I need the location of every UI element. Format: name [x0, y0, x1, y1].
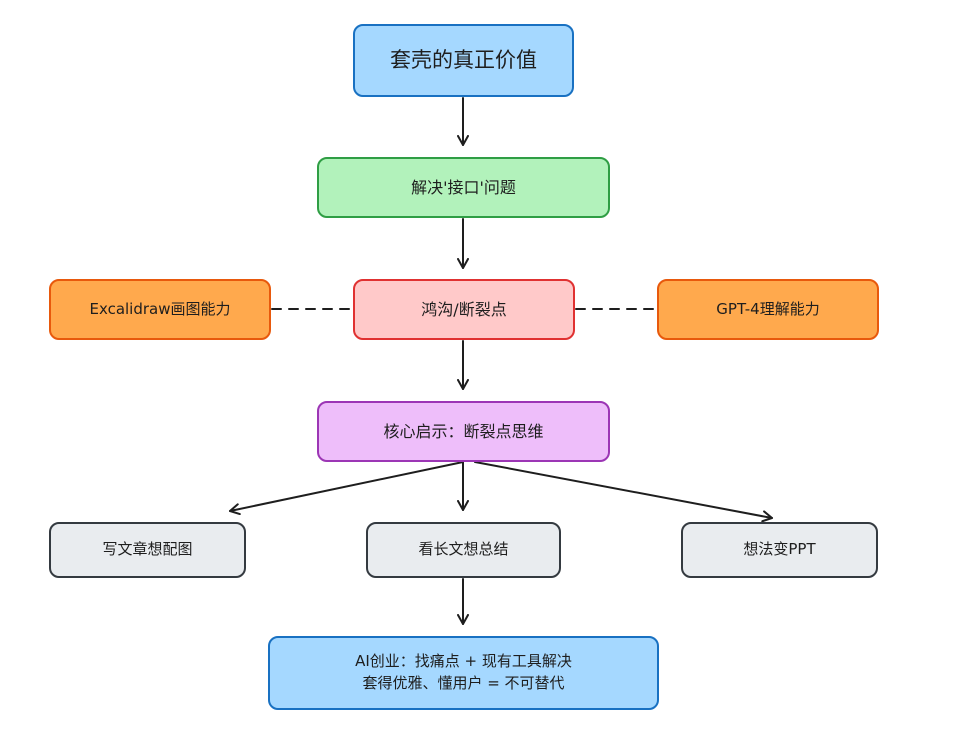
node-ppt-text: 想法变PPT	[743, 540, 816, 559]
arrow-insight-to-ppt	[474, 461, 773, 523]
node-solve-interface-problem: 解决'接口'问题	[317, 157, 610, 218]
node-long-text-summary: 看长文想总结	[366, 522, 561, 578]
node-excalidraw-text: Excalidraw画图能力	[89, 299, 231, 318]
node-gpt4-text: GPT-4理解能力	[716, 299, 820, 318]
node-interface-text: 解决'接口'问题	[411, 177, 516, 197]
node-ai-startup: AI创业：找痛点 + 现有工具解决 套得优雅、懂用户 = 不可替代	[268, 636, 659, 710]
node-excalidraw-drawing-ability: Excalidraw画图能力	[49, 279, 271, 340]
node-article-illustration: 写文章想配图	[49, 522, 246, 578]
node-summary-text: 看长文想总结	[418, 540, 509, 559]
node-core-insight: 核心启示：断裂点思维	[317, 401, 610, 462]
node-title-text: 套壳的真正价值	[390, 48, 537, 73]
node-article-text: 写文章想配图	[102, 540, 193, 559]
node-gap-text: 鸿沟/断裂点	[421, 299, 507, 319]
arrow-insight-to-article	[229, 461, 464, 516]
node-insight-text: 核心启示：断裂点思维	[383, 421, 544, 441]
node-idea-to-ppt: 想法变PPT	[681, 522, 878, 578]
node-startup-line2: 套得优雅、懂用户 = 不可替代	[362, 674, 565, 692]
node-gpt4-understanding-ability: GPT-4理解能力	[657, 279, 879, 340]
node-startup-line1: AI创业：找痛点 + 现有工具解决	[355, 652, 572, 671]
node-gap-breakpoint: 鸿沟/断裂点	[353, 279, 575, 340]
node-true-value-of-wrapper: 套壳的真正价值	[353, 24, 574, 97]
